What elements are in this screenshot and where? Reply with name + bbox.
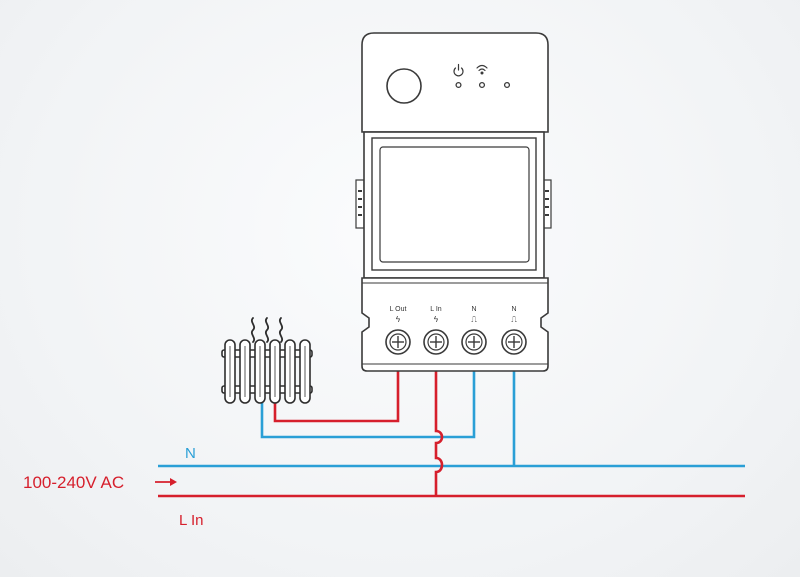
terminal-screw-n-1[interactable]	[461, 329, 487, 355]
terminal-label-l-in: L In	[430, 306, 442, 313]
neutral-wire-load	[260, 355, 476, 439]
power-led	[455, 81, 462, 89]
neutral-wires	[158, 355, 745, 468]
supply-voltage-label: 100-240V AC	[23, 473, 124, 492]
live-line-label: L In	[179, 512, 203, 529]
terminal-symbol-l-out: ϟ	[396, 315, 401, 324]
side-clip-left	[355, 179, 365, 229]
terminal-label-n-1: N	[471, 306, 476, 313]
pairing-button[interactable]	[386, 68, 422, 104]
terminal-block	[361, 277, 549, 372]
neutral-line-label: N	[185, 445, 196, 462]
live-wire-input	[434, 355, 444, 496]
terminal-screw-l-in[interactable]	[423, 329, 449, 355]
live-wire-load	[273, 355, 400, 423]
terminal-symbol-n-2: ⎍	[511, 315, 517, 324]
power-icon	[453, 63, 464, 77]
display-screen	[379, 146, 530, 263]
radiator-icon	[221, 339, 313, 404]
terminal-screw-n-2[interactable]	[501, 329, 527, 355]
heat-waves-icon	[250, 317, 284, 343]
terminal-symbol-l-in: ϟ	[434, 315, 439, 324]
terminal-label-n-2: N	[511, 306, 516, 313]
wifi-led	[478, 81, 486, 89]
terminal-label-l-out: L Out	[390, 306, 407, 313]
wifi-icon	[476, 64, 488, 75]
supply-arrow-head	[170, 478, 177, 486]
status-led	[503, 81, 511, 89]
terminal-symbol-n-1: ⎍	[471, 315, 477, 324]
power-meter-device: L Out L In N N ϟ ϟ ⎍ ⎍	[355, 32, 552, 372]
device-top-housing	[361, 32, 549, 133]
live-wires	[155, 355, 745, 498]
indicator-leds	[455, 81, 511, 89]
terminal-screw-l-out[interactable]	[385, 329, 411, 355]
